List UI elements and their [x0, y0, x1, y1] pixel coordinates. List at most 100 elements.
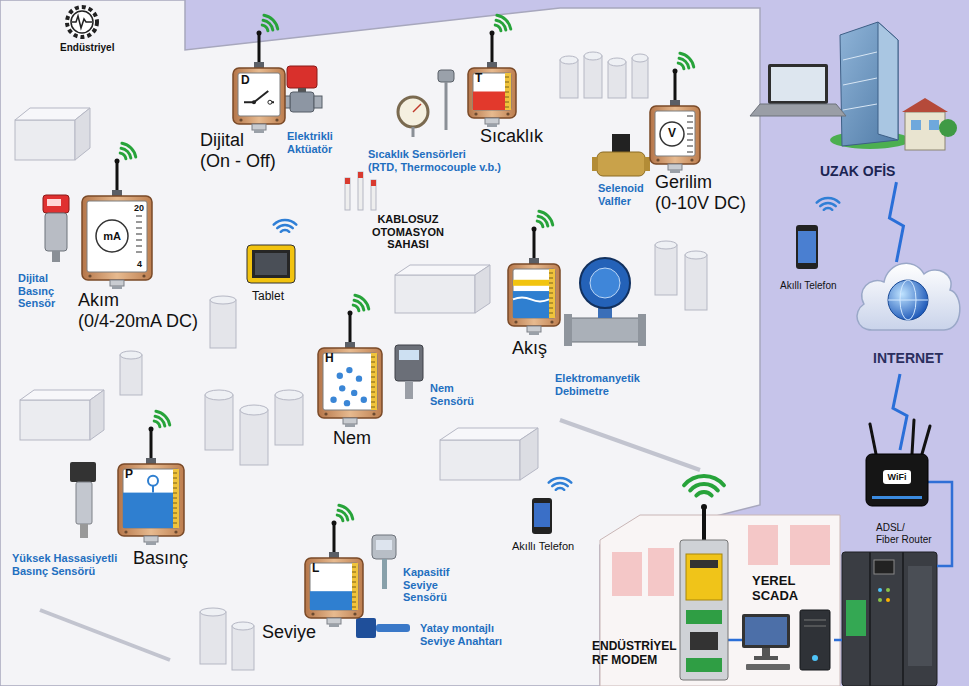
enclosure [118, 464, 184, 536]
scale-tick [136, 216, 142, 217]
humidity-drop [344, 400, 350, 406]
scale-tick [505, 92, 509, 93]
remote-office [843, 104, 877, 110]
scale-tick [371, 357, 375, 358]
text-anchor: Yatay montajlı Seviye Anahtarı [420, 622, 502, 647]
storage-tank [685, 255, 707, 310]
plant-building [475, 265, 490, 313]
control-building [612, 552, 642, 596]
wifi-signal [549, 478, 572, 490]
cable-gland [668, 164, 682, 170]
cable-gland [110, 280, 124, 286]
text-line: Basınç Sensörü [12, 565, 117, 578]
storage-tank [120, 52, 707, 670]
scale-tick [173, 488, 177, 489]
node-text: Sıcaklık [480, 126, 543, 147]
scale-ruler [371, 353, 377, 410]
scale-tick [371, 367, 375, 368]
electromagnetic-flowmeter [638, 314, 646, 346]
text-line: Dijital [18, 272, 55, 285]
node-text: L [312, 562, 319, 576]
text-line: SCADA [752, 589, 798, 604]
enclosure [468, 68, 516, 118]
antenna [333, 524, 336, 556]
text-line: Kapasitif [403, 566, 449, 579]
display-face [310, 563, 358, 610]
remote-office [878, 22, 898, 140]
scale-tick [173, 498, 177, 499]
signal-arc [678, 63, 684, 69]
text-anchor: T [475, 72, 482, 86]
text-line: (RTD, Thermocouple v.b.) [368, 161, 501, 174]
text-line: RF MODEM [592, 654, 677, 668]
scale-tick [352, 577, 356, 578]
storage-tank [560, 56, 578, 64]
plc-controller [878, 598, 882, 602]
temperature-fill [473, 92, 505, 111]
chimney [345, 178, 350, 210]
storage-tank [275, 390, 303, 400]
company-logo [67, 7, 97, 37]
text-line: Endüstriyel [60, 42, 114, 54]
text-anchor: P [125, 468, 133, 482]
network-cable [834, 639, 842, 642]
smartphone [798, 231, 816, 263]
storage-tank [232, 622, 254, 630]
text-line: Sıcaklık Sensörleri [368, 148, 501, 161]
label: Yüksek Hassasiyetli Basınç Sensörü [12, 552, 117, 577]
flow-band [513, 280, 549, 286]
text-line: Debimetre [555, 385, 640, 398]
scale-tick [136, 234, 142, 235]
text-anchor: ADSL/ Fiber Router [876, 522, 932, 545]
temperature-sensor [445, 82, 448, 130]
screw [550, 320, 553, 323]
storage-tank [584, 52, 602, 60]
text-line: Elektromanyetik [555, 372, 640, 385]
plc-controller [878, 588, 882, 592]
electromagnetic-flowmeter [568, 318, 642, 342]
plc-controller [869, 552, 871, 686]
humidity-drop [330, 397, 336, 403]
text-line: P [125, 468, 133, 482]
wifi-signal [274, 220, 297, 232]
signal-arc [354, 300, 364, 310]
modem-panel [690, 560, 718, 568]
meter-dial [660, 122, 684, 146]
pressure-gauge [148, 476, 158, 486]
scale-ruler [549, 269, 555, 318]
node-shape [233, 68, 285, 124]
text-anchor: ENDÜSTRİYEL RF MODEM [592, 640, 677, 668]
text-line: Yüksek Hassasiyetli [12, 552, 117, 565]
text-anchor: Sıcaklık [480, 126, 543, 147]
screw [174, 530, 177, 533]
signal-arc [539, 211, 553, 225]
scale-tick [173, 473, 177, 474]
display-face [513, 269, 555, 318]
text-anchor: 4 [137, 259, 142, 269]
label: KABLOSUZ OTOMASYON SAHASI [372, 213, 444, 251]
cloud-outline [857, 263, 960, 330]
display-face [123, 469, 179, 528]
text-line: YEREL [752, 574, 798, 589]
text-line: Sensörü [430, 395, 474, 408]
pressure-sensor [70, 462, 96, 482]
signal-arc [690, 484, 718, 490]
scale-tick [505, 107, 509, 108]
switch-symbol [254, 91, 268, 102]
chimney [345, 172, 376, 210]
enclosure [82, 196, 152, 280]
enclosure [233, 68, 285, 124]
antenna [674, 72, 677, 104]
company-logo [67, 7, 97, 37]
scale-tick [371, 362, 375, 363]
plc-controller [842, 552, 937, 686]
text-line: Nem [333, 428, 371, 449]
scale-tick [549, 278, 553, 279]
text-line: V [668, 127, 676, 141]
text-line: Valfler [598, 195, 644, 208]
humidity-drop [346, 367, 352, 373]
text-anchor: Kapasitif Seviye Sensörü [403, 566, 449, 604]
wifi-signal [824, 208, 832, 210]
network-cable [928, 482, 952, 566]
